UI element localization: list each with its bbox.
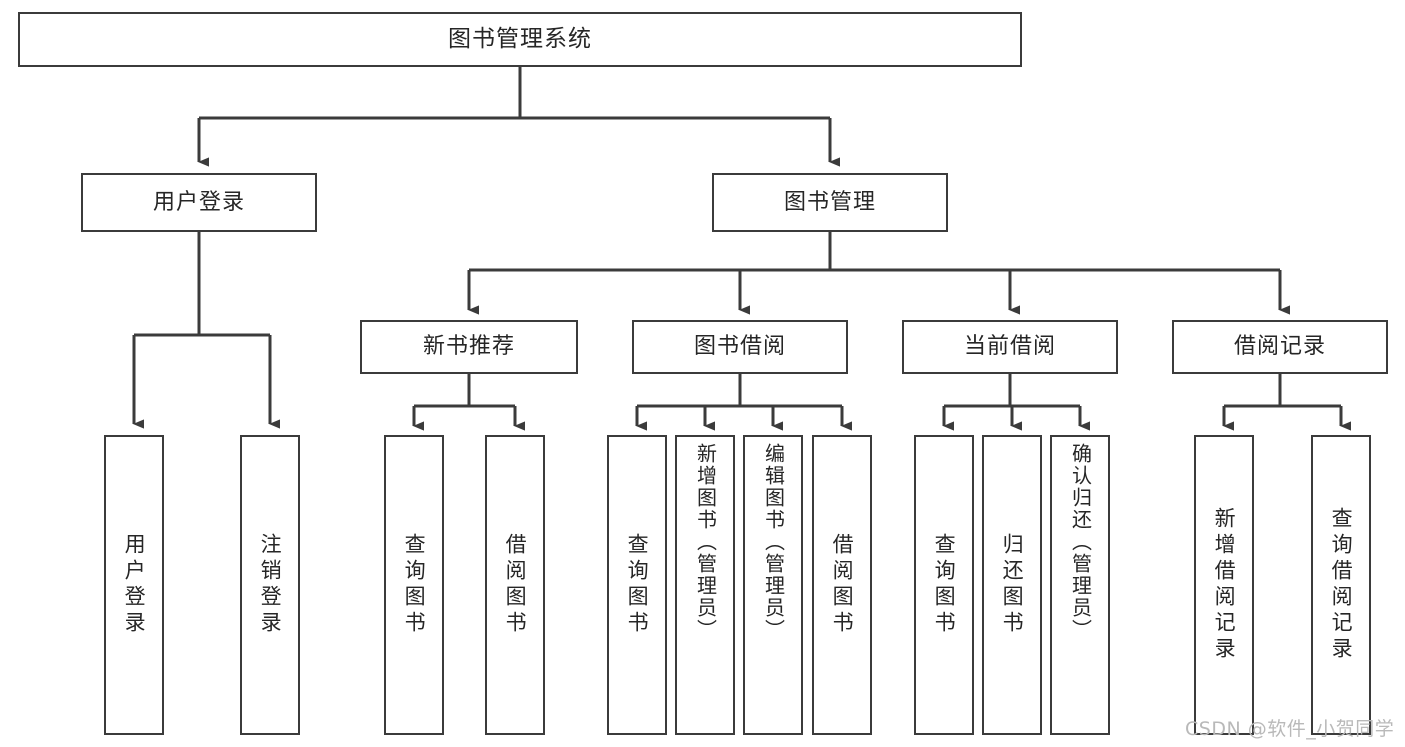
node-leaf-user-login-label: 用户登录 (122, 533, 147, 637)
node-leaf-query-book-2-label: 查询图书 (625, 533, 650, 637)
node-leaf-add-record-label: 新增借阅记录 (1212, 507, 1237, 663)
node-user-login[interactable]: 用户登录 (81, 173, 317, 232)
node-leaf-query-book-2[interactable]: 查询图书 (607, 435, 667, 735)
node-leaf-edit-book[interactable]: 编辑图书（管理员） (743, 435, 803, 735)
node-leaf-query-book-3[interactable]: 查询图书 (914, 435, 974, 735)
node-leaf-query-record-label: 查询借阅记录 (1329, 507, 1354, 663)
node-leaf-borrow-book-1-label: 借阅图书 (503, 533, 528, 637)
node-root[interactable]: 图书管理系统 (18, 12, 1022, 67)
node-leaf-return-book[interactable]: 归还图书 (982, 435, 1042, 735)
node-new-book-recommend[interactable]: 新书推荐 (360, 320, 578, 374)
node-leaf-query-book-1-label: 查询图书 (402, 533, 427, 637)
node-leaf-edit-book-label: 编辑图书（管理员） (761, 443, 786, 641)
node-book-borrow[interactable]: 图书借阅 (632, 320, 848, 374)
node-leaf-borrow-book-1[interactable]: 借阅图书 (485, 435, 545, 735)
node-leaf-add-book-label: 新增图书（管理员） (693, 443, 718, 641)
node-leaf-logout-login[interactable]: 注销登录 (240, 435, 300, 735)
node-book-borrow-label: 图书借阅 (693, 334, 786, 360)
node-leaf-query-book-1[interactable]: 查询图书 (384, 435, 444, 735)
node-current-borrow-label: 当前借阅 (963, 334, 1056, 360)
watermark: CSDN @软件_小贺同学 (1185, 718, 1395, 740)
node-current-borrow[interactable]: 当前借阅 (902, 320, 1118, 374)
node-book-manage-label: 图书管理 (783, 189, 876, 215)
node-leaf-add-book[interactable]: 新增图书（管理员） (675, 435, 735, 735)
node-book-manage[interactable]: 图书管理 (712, 173, 948, 232)
node-leaf-confirm-return[interactable]: 确认归还（管理员） (1050, 435, 1110, 735)
node-leaf-logout-login-label: 注销登录 (258, 533, 283, 637)
node-root-label: 图书管理系统 (448, 26, 592, 53)
node-borrow-record[interactable]: 借阅记录 (1172, 320, 1388, 374)
node-new-book-recommend-label: 新书推荐 (422, 334, 515, 360)
node-leaf-borrow-book-2[interactable]: 借阅图书 (812, 435, 872, 735)
node-leaf-add-record[interactable]: 新增借阅记录 (1194, 435, 1254, 735)
node-borrow-record-label: 借阅记录 (1233, 334, 1326, 360)
node-leaf-confirm-return-label: 确认归还（管理员） (1068, 443, 1093, 641)
node-user-login-label: 用户登录 (152, 189, 245, 215)
node-leaf-borrow-book-2-label: 借阅图书 (830, 533, 855, 637)
node-leaf-user-login[interactable]: 用户登录 (104, 435, 164, 735)
node-leaf-return-book-label: 归还图书 (1000, 533, 1025, 637)
node-leaf-query-book-3-label: 查询图书 (932, 533, 957, 637)
node-leaf-query-record[interactable]: 查询借阅记录 (1311, 435, 1371, 735)
